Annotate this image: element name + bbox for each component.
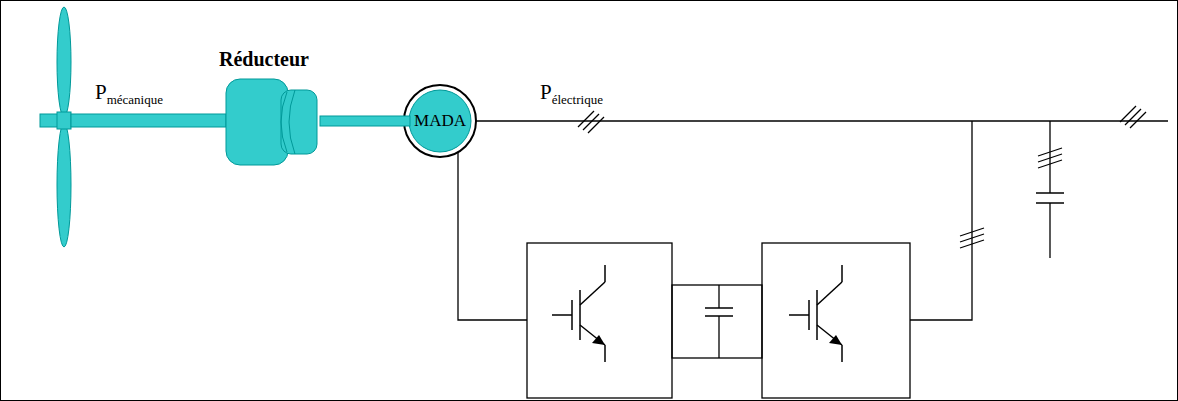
power-subscript: mécanique — [107, 92, 163, 107]
gearbox-label: Réducteur — [219, 48, 309, 71]
shaft — [320, 116, 410, 126]
generator-circle: MADA — [409, 90, 471, 152]
generator-label: MADA — [414, 111, 466, 131]
gearbox-body — [225, 78, 321, 166]
power-symbol: P — [540, 80, 552, 104]
gearbox: Réducteur — [225, 78, 321, 166]
power-symbol: P — [95, 80, 107, 104]
power-label: Pmécanique — [95, 80, 163, 108]
power-subscript: électrique — [552, 92, 603, 107]
power-label: Pélectrique — [540, 80, 603, 108]
